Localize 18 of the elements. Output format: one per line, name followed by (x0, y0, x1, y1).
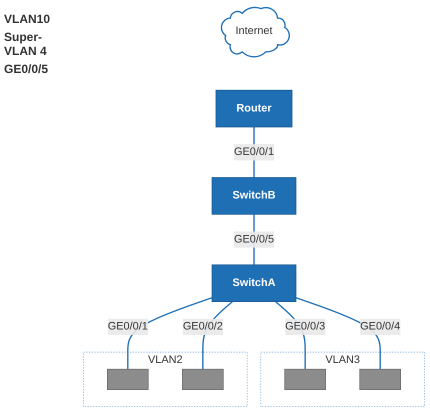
port-label: VLAN10 (4, 12, 52, 26)
node-computer (359, 369, 401, 390)
node-box: SwitchB (212, 178, 296, 216)
edge-label: GE0/0/2 (182, 321, 223, 333)
port-label: Super-VLAN 4 (4, 30, 48, 58)
edge-label: GE0/0/1 (234, 146, 274, 158)
port-label: GE0/0/5 (4, 62, 50, 76)
cluster: VLAN2 (83, 352, 248, 408)
edge-label: GE0/0/3 (285, 321, 326, 333)
edge-label: GE0/0/1 (108, 321, 148, 333)
node-computer (284, 369, 326, 390)
node-box: Router (216, 90, 292, 128)
node-computer (182, 369, 224, 390)
node-computer (107, 369, 149, 390)
edge-label: GE0/0/4 (360, 321, 400, 333)
cluster: VLAN3 (260, 352, 425, 408)
node-box: SwitchA (212, 264, 296, 302)
edge-label: GE0/0/5 (234, 234, 274, 246)
